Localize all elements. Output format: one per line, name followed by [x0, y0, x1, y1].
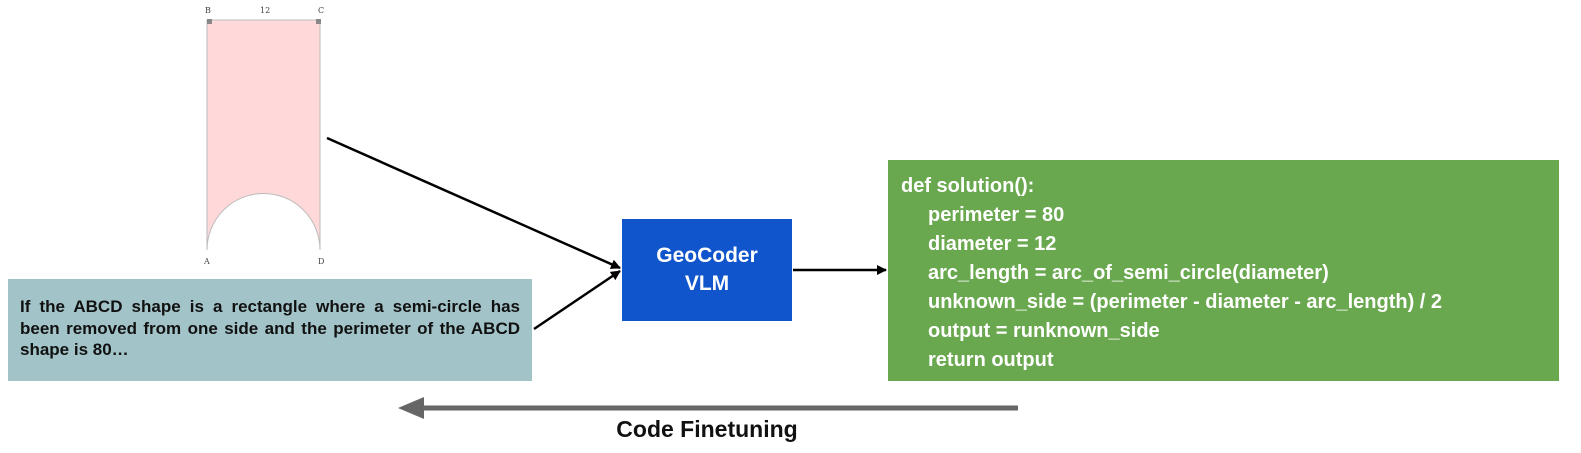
code-finetuning-label: Code Finetuning: [616, 416, 798, 442]
corner-marker-b: [207, 19, 212, 24]
code-line-def: def solution():: [901, 175, 1035, 197]
arrow-image-to-model: [326, 136, 621, 270]
problem-statement: If the ABCD shape is a rectangle where a…: [20, 297, 520, 359]
vertex-label-d: D: [318, 257, 324, 266]
geocoder-vlm-box: GeoCoder VLM: [622, 219, 792, 321]
corner-marker-c: [316, 19, 321, 24]
code-output-box: def solution(): perimeter = 80 diameter …: [888, 160, 1559, 381]
code-line-perimeter: perimeter = 80: [928, 204, 1065, 226]
vertex-label-b: B: [205, 6, 211, 15]
code-line-output: output = runknown_side: [928, 320, 1160, 342]
code-line-arc-length: arc_length = arc_of_semi_circle(diameter…: [928, 262, 1329, 284]
vertex-label-c: C: [318, 6, 324, 15]
problem-text-box: If the ABCD shape is a rectangle where a…: [8, 279, 532, 381]
side-length-label: 12: [260, 6, 270, 15]
model-name-line-1: GeoCoder: [656, 244, 758, 267]
model-name-line-2: VLM: [684, 272, 730, 295]
vertex-label-a: A: [203, 257, 210, 266]
geometry-figure: B C 12 A D: [203, 6, 324, 266]
finetuning-feedback-arrow: [398, 397, 1018, 419]
arrow-text-to-model: [533, 269, 621, 331]
code-line-return: return output: [928, 349, 1054, 371]
code-line-diameter: diameter = 12: [928, 233, 1057, 255]
code-line-unknown-side: unknown_side = (perimeter - diameter - a…: [928, 291, 1443, 313]
rectangle-with-semicircle-cutout: [206, 19, 321, 251]
